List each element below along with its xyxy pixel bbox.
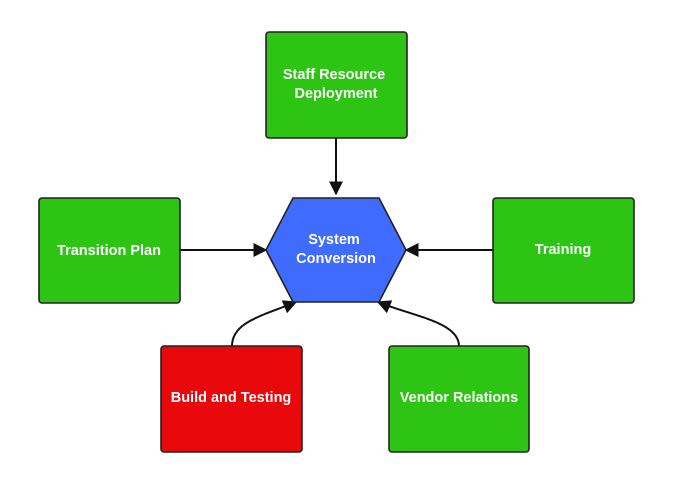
node-system-conversion[interactable]: System Conversion	[265, 197, 407, 303]
node-transition-label-line-1: Transition Plan	[57, 243, 161, 259]
node-training[interactable]: Training	[492, 197, 635, 304]
node-vendor-box	[388, 345, 530, 453]
node-staff-resource-deployment[interactable]: Staff Resource Deployment	[265, 31, 408, 139]
node-vendor-label-line-1: Vendor Relations	[400, 390, 518, 406]
edge-build-to-center	[231, 300, 298, 347]
node-transition-box	[38, 197, 181, 304]
node-training-label-line-1: Training	[535, 242, 591, 258]
node-build-and-testing[interactable]: Build and Testing	[160, 345, 303, 453]
node-vendor-label: Vendor Relations	[400, 390, 518, 406]
node-center-label-line-2: Conversion	[296, 251, 376, 267]
edge-vendor-to-center	[376, 300, 460, 347]
node-build-box	[160, 345, 303, 453]
node-center-hexagon	[265, 197, 407, 303]
node-vendor-relations[interactable]: Vendor Relations	[388, 345, 530, 453]
node-staff-label-line-2: Deployment	[295, 86, 378, 102]
node-center-label: System Conversion	[296, 232, 376, 267]
node-center-label-line-1: System	[308, 232, 360, 248]
connectors	[180, 138, 493, 347]
node-transition-label: Transition Plan	[57, 243, 161, 259]
node-staff-box	[265, 31, 408, 139]
node-staff-label-line-1: Staff Resource	[283, 67, 385, 83]
node-training-label: Training	[535, 242, 591, 258]
node-transition-plan[interactable]: Transition Plan	[38, 197, 181, 304]
node-staff-label: Staff Resource Deployment	[283, 67, 389, 102]
node-training-box	[492, 197, 635, 304]
node-build-label: Build and Testing	[171, 390, 292, 406]
node-build-label-line-1: Build and Testing	[171, 390, 292, 406]
